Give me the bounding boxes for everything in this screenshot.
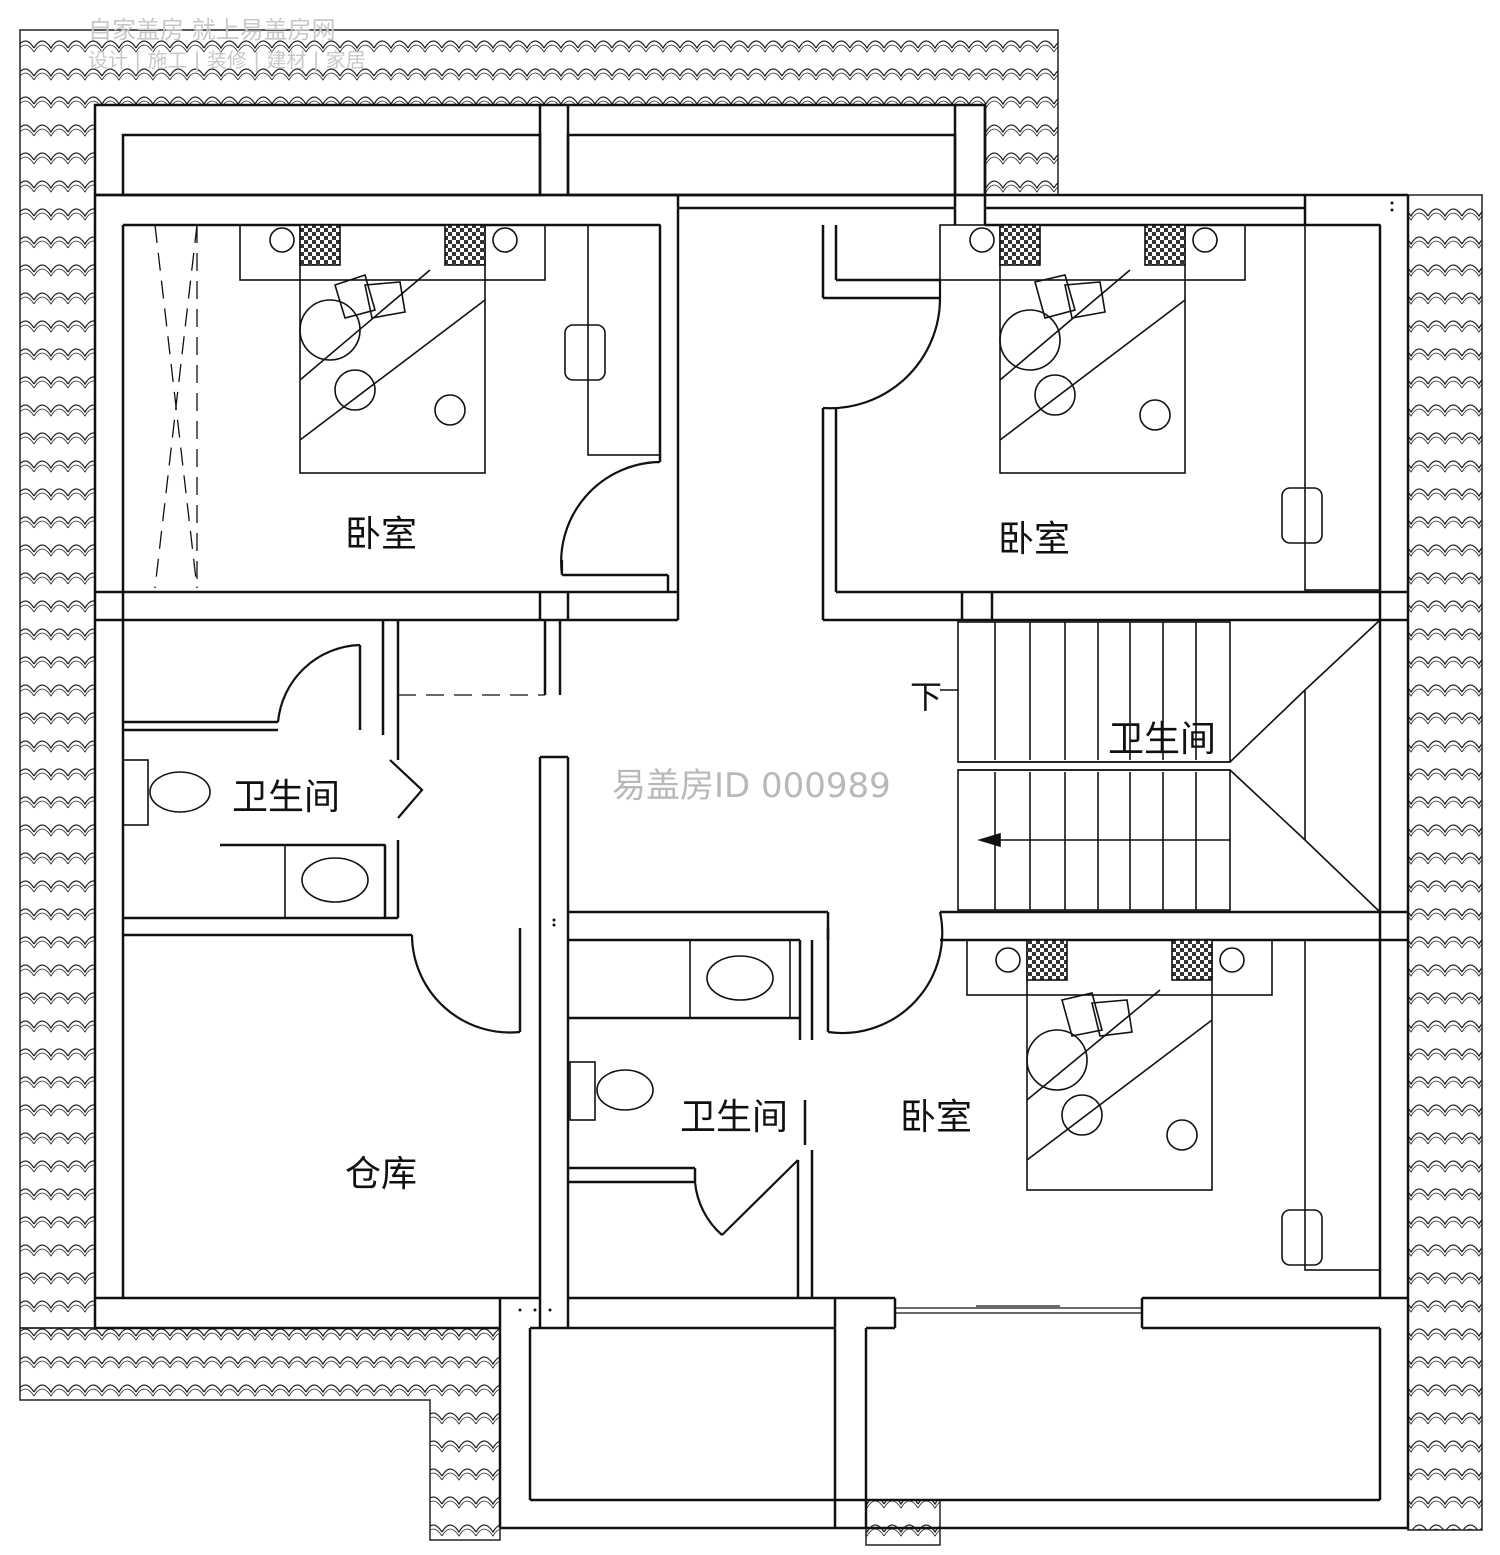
stairs	[940, 619, 1381, 913]
logo-slogan: 自家盖房 就上易盖房网	[88, 16, 336, 44]
room-label-bedroom-ne: 卧室	[998, 519, 1071, 560]
column-dots	[518, 201, 1394, 1312]
room-label-bathroom-stair: 卫生间	[1108, 719, 1217, 760]
room-label-storage: 仓库	[345, 1154, 418, 1195]
roof-tiles	[19, 29, 1483, 1546]
stair-down-label: 下	[910, 678, 943, 716]
bed-ne	[939, 224, 1323, 544]
room-label-bedroom-nw: 卧室	[345, 514, 418, 555]
room-label-bathroom-center: 卫生间	[680, 1097, 789, 1138]
logo-services: 设计 | 施工 | 装修 | 建材 | 家居	[88, 48, 366, 72]
bed-nw	[239, 224, 606, 474]
windows	[895, 1305, 1142, 1314]
bed-se	[966, 939, 1323, 1266]
doors	[276, 280, 944, 1236]
room-label-bathroom-west: 卫生间	[232, 777, 341, 818]
bath-fixtures	[122, 759, 791, 1121]
furniture-static	[587, 224, 1381, 1271]
watermark-id: 易盖房ID 000989	[612, 766, 891, 806]
room-label-bedroom-se: 卧室	[900, 1097, 973, 1138]
dashed-lines	[154, 224, 545, 696]
